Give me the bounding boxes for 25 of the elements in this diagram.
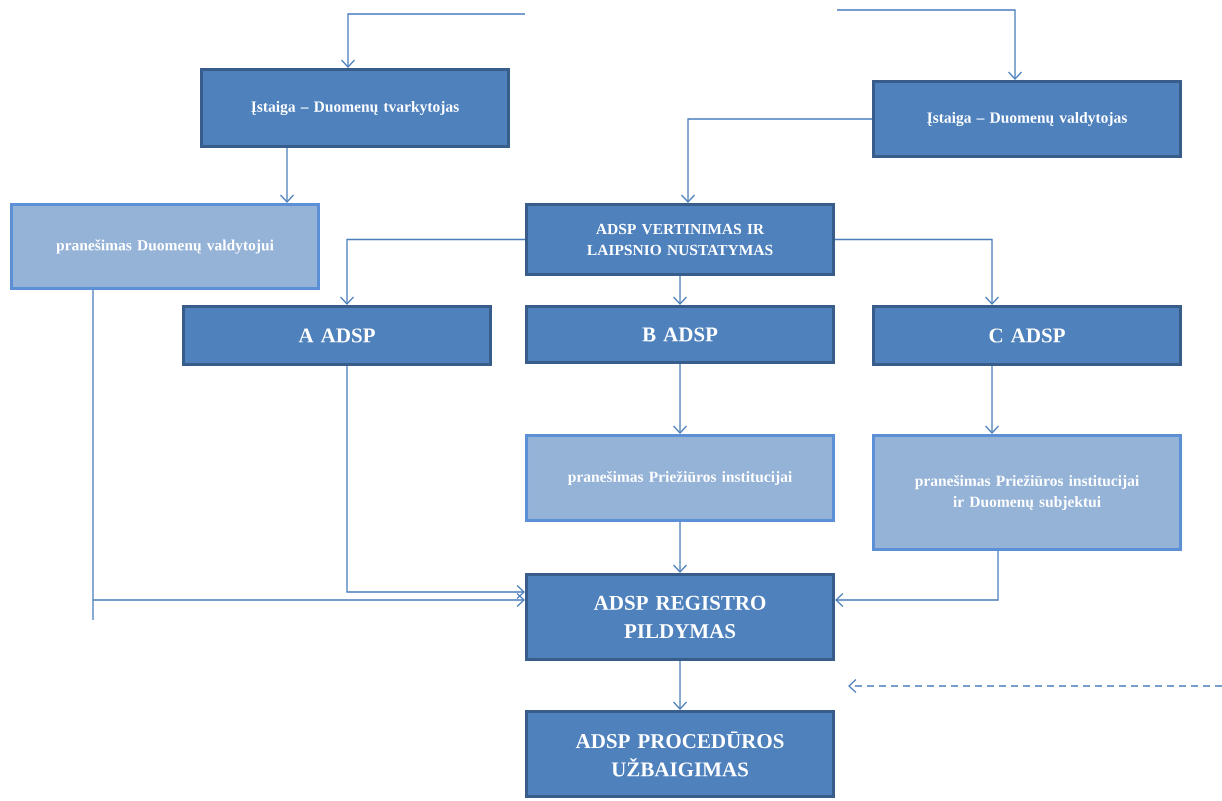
process-box: A ADSP [182, 305, 492, 366]
message-box: pranešimas Duomenų valdytojui [10, 203, 320, 290]
arrow [339, 238, 526, 305]
arrow [672, 521, 688, 573]
arrow [834, 238, 1000, 305]
arrow [672, 363, 688, 434]
arrow [835, 550, 999, 608]
arrow [346, 365, 525, 600]
arrow [279, 147, 295, 203]
arrow [672, 275, 688, 305]
arrow [836, 9, 1023, 80]
process-box: ADSP PROCEDŪROS UŽBAIGIMAS [525, 710, 835, 798]
process-box: Įstaiga – Duomenų tvarkytojas [200, 68, 510, 148]
process-box: C ADSP [872, 305, 1182, 366]
arrow [672, 660, 688, 710]
message-box: pranešimas Priežiūros institucijai [525, 434, 835, 522]
process-box: ADSP REGISTRO PILDYMAS [525, 573, 835, 661]
process-box: B ADSP [525, 305, 835, 364]
process-box: ADSP VERTINIMAS IR LAIPSNIO NUSTATYMAS [525, 203, 835, 276]
arrow [92, 289, 525, 621]
arrow [984, 365, 1000, 434]
message-box: pranešimas Priežiūros institucijai ir Duomenų subjektui [872, 434, 1182, 551]
arrow [680, 118, 873, 203]
process-box: Įstaiga – Duomenų valdytojas [872, 80, 1182, 158]
arrow [340, 13, 526, 68]
